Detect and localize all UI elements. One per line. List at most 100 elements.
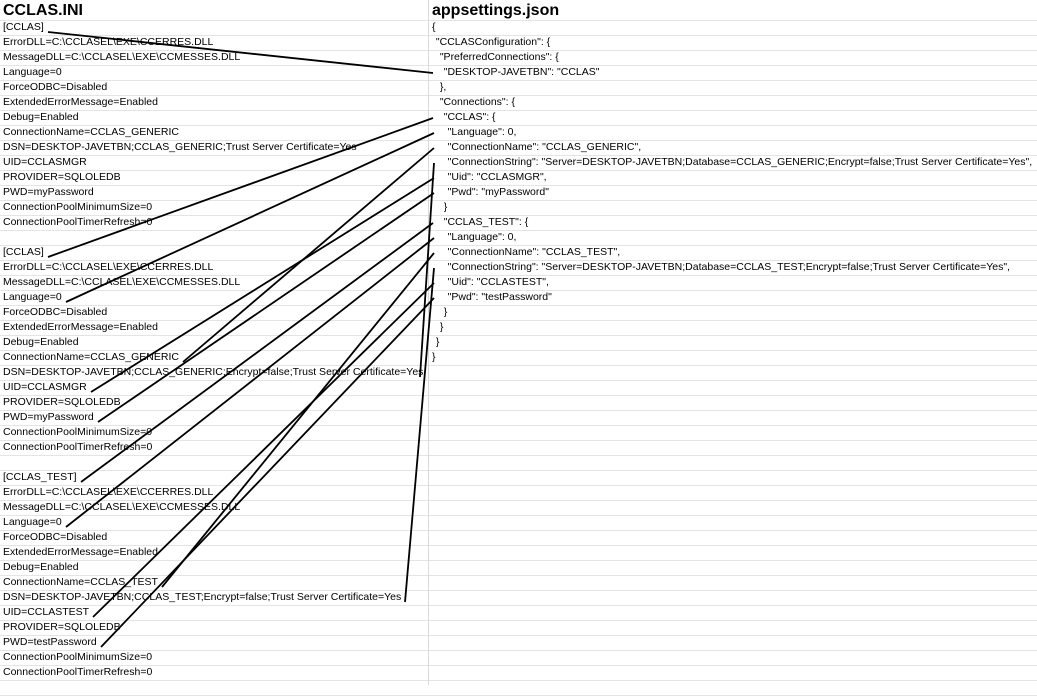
json-line: } <box>432 351 436 363</box>
ini-line: UID=CCLASMGR <box>3 381 87 393</box>
json-line: { <box>432 21 436 33</box>
gridline-row <box>0 575 1037 576</box>
gridline-row <box>0 290 1037 291</box>
gridline-row <box>0 485 1037 486</box>
ini-line: [CCLAS] <box>3 21 44 33</box>
gridline-row <box>0 65 1037 66</box>
gridline-row <box>0 545 1037 546</box>
gridline-row <box>0 515 1037 516</box>
ini-line: Debug=Enabled <box>3 336 79 348</box>
gridline-row <box>0 215 1037 216</box>
json-line: "Language": 0, <box>436 231 517 243</box>
ini-line: DSN=DESKTOP-JAVETBN;CCLAS_GENERIC;Trust … <box>3 141 357 153</box>
ini-column-heading: CCLAS.INI <box>3 2 83 19</box>
ini-line: ConnectionPoolMinimumSize=0 <box>3 201 153 213</box>
ini-line: ConnectionName=CCLAS_GENERIC <box>3 351 179 363</box>
json-line: "Language": 0, <box>436 126 517 138</box>
json-line: "Pwd": "myPassword" <box>436 186 549 198</box>
ini-line: MessageDLL=C:\CCLASEL\EXE\CCMESSES.DLL <box>3 501 241 513</box>
json-line: }, <box>434 81 447 93</box>
json-line: "ConnectionName": "CCLAS_GENERIC", <box>436 141 642 153</box>
mapping-line <box>47 117 434 258</box>
gridline-row <box>0 410 1037 411</box>
mapping-line <box>419 162 435 378</box>
ini-line: [CCLAS_TEST] <box>3 471 77 483</box>
gridline-row <box>0 50 1037 51</box>
mapping-line <box>100 297 435 648</box>
ini-line: ForceODBC=Disabled <box>3 81 108 93</box>
json-line: "ConnectionString": "Server=DESKTOP-JAVE… <box>436 156 1033 168</box>
ini-line: ConnectionPoolTimerRefresh=0 <box>3 216 153 228</box>
ini-line: PWD=myPassword <box>3 411 94 423</box>
json-line: } <box>435 306 448 318</box>
gridline-column <box>428 0 429 685</box>
gridline-row <box>0 170 1037 171</box>
gridline-row <box>0 350 1037 351</box>
ini-line: PWD=myPassword <box>3 186 94 198</box>
ini-line: [CCLAS] <box>3 246 44 258</box>
gridline-row <box>0 425 1037 426</box>
ini-line: ErrorDLL=C:\CCLASEL\EXE\CCERRES.DLL <box>3 261 214 273</box>
gridline-row <box>0 335 1037 336</box>
gridline-row <box>0 140 1037 141</box>
json-line: } <box>435 201 448 213</box>
gridline-row <box>0 620 1037 621</box>
json-column-heading: appsettings.json <box>432 2 560 19</box>
json-line: "DESKTOP-JAVETBN": "CCLAS" <box>435 66 600 78</box>
ini-line: ForceODBC=Disabled <box>3 531 108 543</box>
ini-line: ErrorDLL=C:\CCLASEL\EXE\CCERRES.DLL <box>3 36 214 48</box>
ini-line: ConnectionPoolMinimumSize=0 <box>3 426 153 438</box>
mapping-line <box>97 192 435 423</box>
gridline-row <box>0 80 1037 81</box>
gridline-row <box>0 590 1037 591</box>
json-line: "CCLASConfiguration": { <box>433 36 551 48</box>
gridline-row <box>0 200 1037 201</box>
ini-line: UID=CCLASTEST <box>3 606 90 618</box>
json-line: } <box>434 321 444 333</box>
ini-line: Debug=Enabled <box>3 111 79 123</box>
ini-line: ErrorDLL=C:\CCLASEL\EXE\CCERRES.DLL <box>3 486 214 498</box>
mapping-line <box>90 177 435 393</box>
gridline-row <box>0 35 1037 36</box>
ini-line: ConnectionPoolMinimumSize=0 <box>3 651 153 663</box>
ini-line: Debug=Enabled <box>3 561 79 573</box>
gridline-row <box>0 605 1037 606</box>
json-line: "Pwd": "testPassword" <box>436 291 552 303</box>
mapping-line <box>47 31 434 74</box>
ini-line: Language=0 <box>3 66 62 78</box>
ini-line: ExtendedErrorMessage=Enabled <box>3 96 158 108</box>
ini-line: ConnectionName=CCLAS_GENERIC <box>3 126 179 138</box>
ini-line: PROVIDER=SQLOLEDB <box>3 396 121 408</box>
gridline-row <box>0 320 1037 321</box>
mapping-line <box>161 252 435 588</box>
gridline-row <box>0 680 1037 681</box>
gridline-row <box>0 470 1037 471</box>
gridline-row <box>0 455 1037 456</box>
json-line: "ConnectionName": "CCLAS_TEST", <box>436 246 621 258</box>
gridline-row <box>0 380 1037 381</box>
json-line: } <box>433 336 440 348</box>
ini-line: Language=0 <box>3 516 62 528</box>
gridline-row <box>0 155 1037 156</box>
ini-line: Language=0 <box>3 291 62 303</box>
mapping-line <box>92 282 435 618</box>
ini-line: ConnectionName=CCLAS_TEST <box>3 576 158 588</box>
ini-line: ConnectionPoolTimerRefresh=0 <box>3 666 153 678</box>
json-line: "CCLAS": { <box>435 111 496 123</box>
json-line: "Connections": { <box>434 96 516 108</box>
gridline-row <box>0 560 1037 561</box>
gridline-row <box>0 650 1037 651</box>
ini-line: ForceODBC=Disabled <box>3 306 108 318</box>
ini-line: ExtendedErrorMessage=Enabled <box>3 546 158 558</box>
json-line: "ConnectionString": "Server=DESKTOP-JAVE… <box>436 261 1010 273</box>
gridline-row <box>0 665 1037 666</box>
json-line: "PreferredConnections": { <box>434 51 559 63</box>
ini-line: PWD=testPassword <box>3 636 97 648</box>
ini-line: UID=CCLASMGR <box>3 156 87 168</box>
gridline-row <box>0 275 1037 276</box>
json-line: "Uid": "CCLASMGR", <box>436 171 547 183</box>
ini-line: ExtendedErrorMessage=Enabled <box>3 321 158 333</box>
gridline-row <box>0 500 1037 501</box>
gridline-row <box>0 635 1037 636</box>
